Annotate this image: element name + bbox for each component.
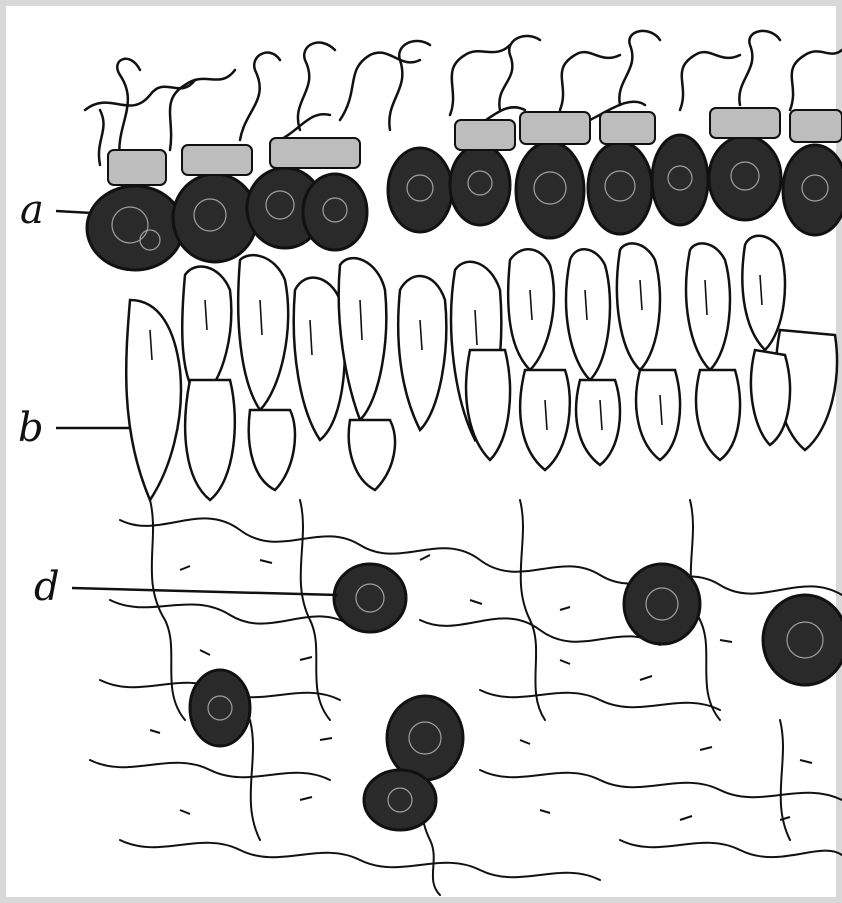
- label-d: d: [34, 567, 60, 607]
- medulla-cells: [126, 236, 837, 500]
- label-b: b: [18, 408, 44, 448]
- label-a: a: [20, 190, 44, 230]
- hyphae-dashes: [150, 555, 812, 820]
